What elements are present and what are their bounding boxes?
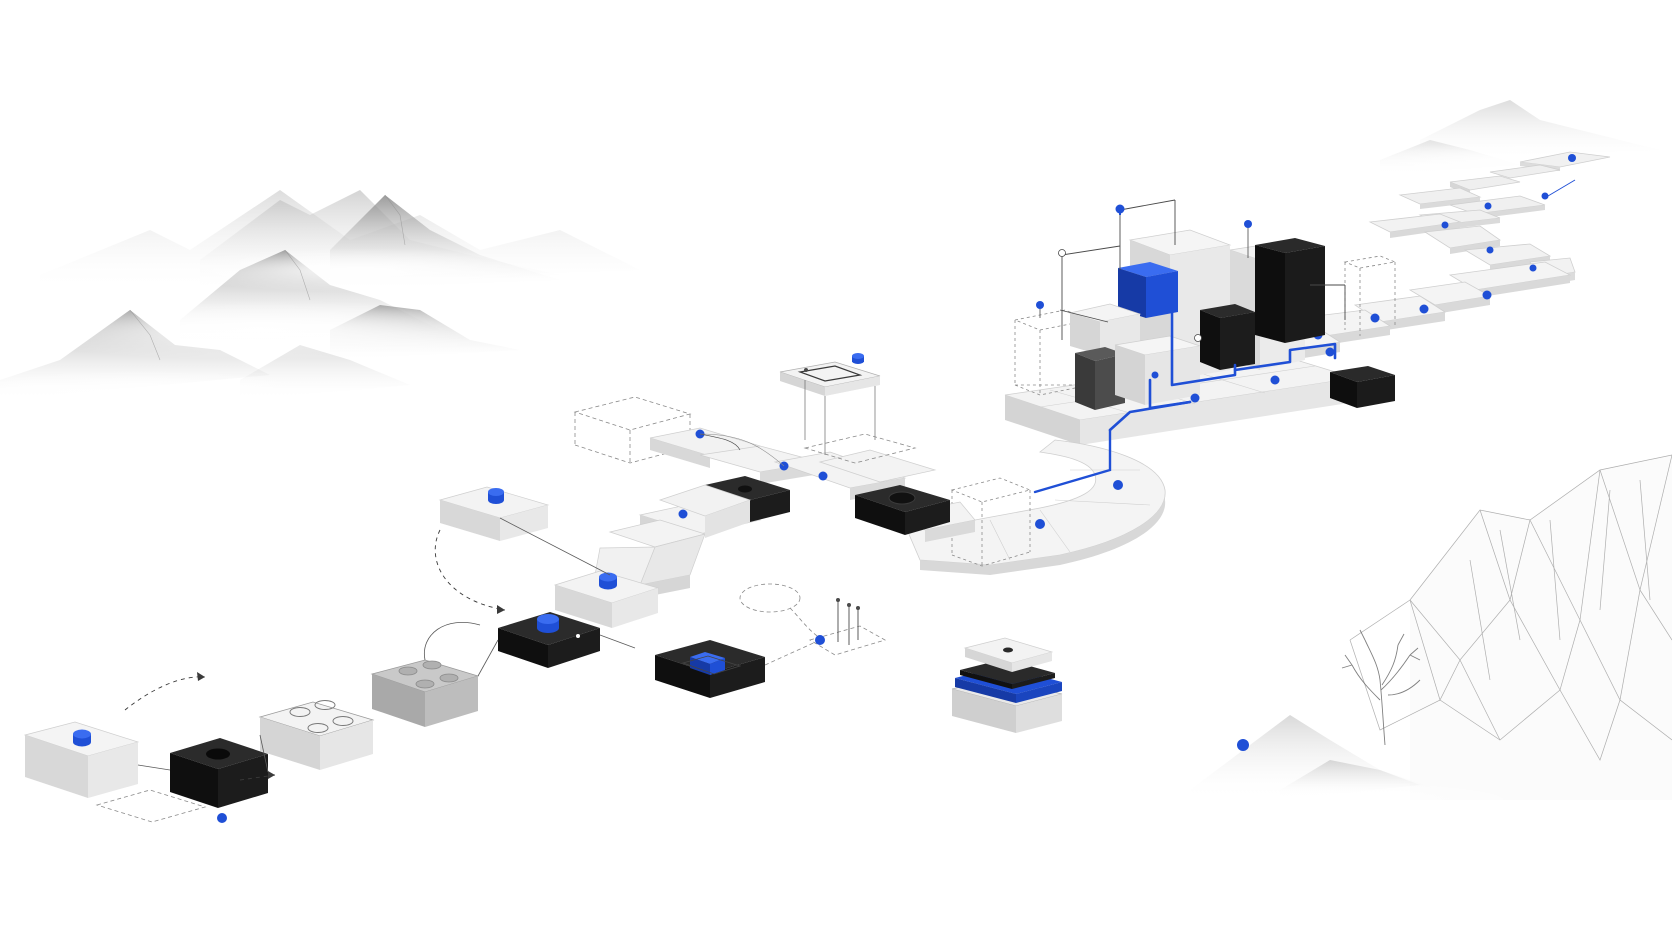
lower-modules xyxy=(655,583,1063,733)
mountains-right-wireframe-illustration xyxy=(1349,454,1672,800)
middle-track xyxy=(573,353,976,598)
cube-structure xyxy=(1004,199,1397,445)
mountains-top-right-illustration xyxy=(1360,100,1672,178)
lower-pipeline xyxy=(23,486,660,823)
floating-node-icon xyxy=(1237,739,1249,751)
curved-path-center xyxy=(904,428,1166,575)
mountains-left-illustration xyxy=(0,190,640,420)
hills-bottom-right-illustration xyxy=(1130,715,1530,820)
bare-tree-icon xyxy=(1341,629,1421,746)
